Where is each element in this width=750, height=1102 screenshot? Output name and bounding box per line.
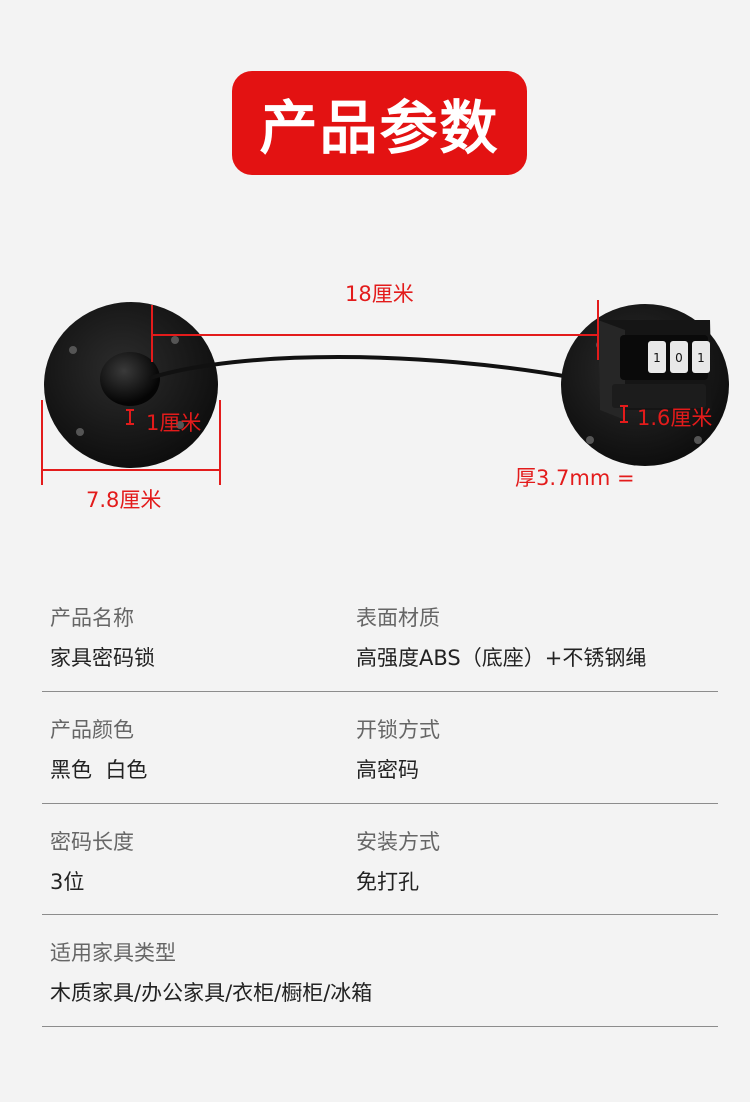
thickness-label: 厚3.7mm = bbox=[515, 466, 635, 490]
spec-label: 安装方式 bbox=[356, 830, 440, 854]
cable-anchor-knob bbox=[100, 352, 160, 406]
combination-dials: 1 0 1 bbox=[648, 341, 710, 373]
screw-hole bbox=[694, 436, 702, 444]
screw-hole bbox=[76, 428, 84, 436]
screw-hole bbox=[586, 436, 594, 444]
spec-row: 产品名称 家具密码锁 表面材质 高强度ABS（底座）+不锈钢绳 bbox=[42, 580, 718, 692]
steel-cable bbox=[149, 355, 576, 380]
lock-height-label: 1.6厘米 bbox=[637, 406, 713, 430]
spec-value: 3位 bbox=[50, 870, 85, 894]
base-width-label: 7.8厘米 bbox=[86, 488, 162, 512]
spec-value: 高强度ABS（底座）+不锈钢绳 bbox=[356, 646, 647, 670]
screw-hole bbox=[171, 336, 179, 344]
spec-label: 产品名称 bbox=[50, 606, 134, 630]
dial-digit: 1 bbox=[653, 351, 661, 365]
spec-value: 免打孔 bbox=[356, 870, 419, 894]
spec-value: 木质家具/办公家具/衣柜/橱柜/冰箱 bbox=[50, 981, 373, 1005]
spec-row: 产品颜色 黑色 白色 开锁方式 高密码 bbox=[42, 692, 718, 804]
title-banner: 产品参数 bbox=[232, 71, 527, 175]
spec-label: 产品颜色 bbox=[50, 718, 134, 742]
spec-value: 家具密码锁 bbox=[50, 646, 155, 670]
spec-value: 黑色 白色 bbox=[50, 758, 148, 782]
dial-digit: 0 bbox=[675, 351, 683, 365]
dial-digit: 1 bbox=[697, 351, 705, 365]
spec-label: 密码长度 bbox=[50, 830, 134, 854]
page-title: 产品参数 bbox=[259, 94, 500, 162]
length-dimension-label: 18厘米 bbox=[345, 282, 414, 306]
knob-height-label: 1厘米 bbox=[146, 411, 202, 435]
spec-label: 适用家具类型 bbox=[50, 941, 176, 965]
product-image: 1 0 1 bbox=[41, 300, 729, 485]
spec-label: 开锁方式 bbox=[356, 718, 440, 742]
spec-label: 表面材质 bbox=[356, 606, 440, 630]
screw-hole bbox=[176, 421, 184, 429]
spec-row: 密码长度 3位 安装方式 免打孔 bbox=[42, 804, 718, 915]
spec-row: 适用家具类型 木质家具/办公家具/衣柜/橱柜/冰箱 bbox=[42, 915, 718, 1027]
dimension-lines bbox=[41, 300, 628, 485]
screw-hole bbox=[69, 346, 77, 354]
spec-value: 高密码 bbox=[356, 758, 419, 782]
